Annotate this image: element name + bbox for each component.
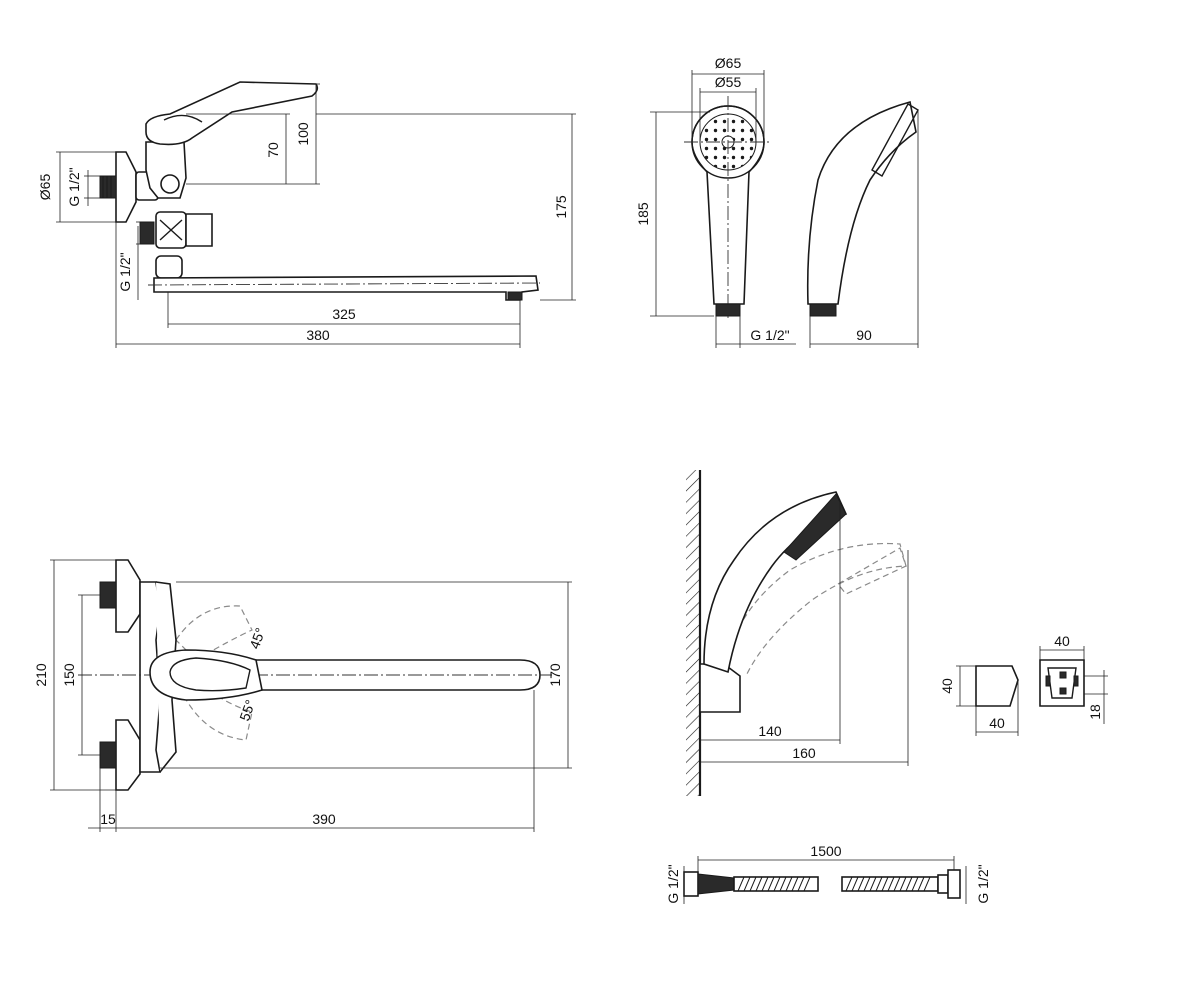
top-dimensions xyxy=(50,559,572,832)
holder-dimensions xyxy=(956,646,1108,736)
faucet-top-view: 210 150 170 45° 55° 15 390 xyxy=(33,559,572,832)
hose-nut-right xyxy=(947,869,961,899)
dim-hose-length-1500: 1500 xyxy=(810,843,841,859)
head-thread xyxy=(715,303,741,317)
dim-top-width-390: 390 xyxy=(312,811,336,827)
handle-ghost-45 xyxy=(175,605,253,661)
angle-55: 55° xyxy=(236,698,258,723)
wall-flange xyxy=(115,151,137,223)
dim-top-height-170: 170 xyxy=(547,663,563,687)
dim-top-offset-15: 15 xyxy=(100,811,116,827)
dim-holder-width-40: 40 xyxy=(1054,633,1070,649)
holder-side xyxy=(975,665,1019,707)
dim-head-diameter-65: Ø65 xyxy=(715,55,742,71)
dim-head-thread: G 1/2" xyxy=(750,327,789,343)
side-dimensions xyxy=(56,83,576,348)
wall-mount-view: 140 160 xyxy=(686,470,909,796)
hose-nut-left xyxy=(683,871,699,897)
dim-head-height-185: 185 xyxy=(635,202,651,226)
upper-thread-lines xyxy=(102,176,112,198)
dim-hose-thread-right: G 1/2" xyxy=(975,864,991,903)
dim-height-175: 175 xyxy=(553,195,569,219)
diverter-knob xyxy=(185,213,213,247)
side-thread xyxy=(809,303,837,317)
holder-views: 40 40 40 18 xyxy=(939,633,1108,736)
hose-view: 1500 G 1/2" G 1/2" xyxy=(665,843,991,904)
dim-width-380: 380 xyxy=(306,327,330,343)
hose-cone-left xyxy=(697,873,735,895)
dim-holder-slot-18: 18 xyxy=(1087,704,1103,720)
top-handle xyxy=(149,649,263,701)
dim-holder-height-40: 40 xyxy=(939,678,955,694)
dim-diameter-65: Ø65 xyxy=(37,174,53,201)
dim-width-325: 325 xyxy=(332,306,356,322)
dim-face-diameter-55: Ø55 xyxy=(715,74,742,90)
angle-45: 45° xyxy=(246,626,268,651)
wall-holder xyxy=(699,663,741,713)
wall-hatch xyxy=(686,470,700,796)
shower-dimensions xyxy=(650,70,919,348)
upper-thread xyxy=(99,175,117,199)
spout xyxy=(153,275,539,301)
shower-head-views: Ø65 Ø55 185 G 1/2" 90 xyxy=(635,55,919,348)
dim-thread-upper: G 1/2" xyxy=(66,167,82,206)
shower-outlet xyxy=(155,255,183,279)
dim-holder-depth-40: 40 xyxy=(989,715,1005,731)
dim-thread-lower: G 1/2" xyxy=(117,252,133,291)
head-ghost xyxy=(725,542,907,677)
lever-handle xyxy=(145,81,319,146)
hose-dimensions xyxy=(683,856,967,904)
diverter-nut xyxy=(160,174,180,194)
dim-wall-reach-140: 140 xyxy=(758,723,782,739)
top-flange-lower xyxy=(115,719,141,791)
wall-head xyxy=(703,491,848,674)
dim-top-height-210: 210 xyxy=(33,663,49,687)
dim-wall-reach-160: 160 xyxy=(792,745,816,761)
shower-head-side xyxy=(806,101,917,305)
dim-height-100: 100 xyxy=(295,122,311,146)
wall-dimensions xyxy=(700,500,909,766)
dim-hose-thread-left: G 1/2" xyxy=(665,864,681,903)
top-flange-upper xyxy=(115,559,141,633)
faucet-side-view: Ø65 G 1/2" G 1/2" 70 100 175 325 380 xyxy=(37,81,576,348)
lower-thread xyxy=(139,221,155,245)
dim-top-height-150: 150 xyxy=(61,663,77,687)
dim-height-70: 70 xyxy=(265,142,281,158)
aerator xyxy=(507,291,523,301)
dim-head-depth-90: 90 xyxy=(856,327,872,343)
top-thread-lower xyxy=(99,741,117,769)
top-thread-upper xyxy=(99,581,117,609)
